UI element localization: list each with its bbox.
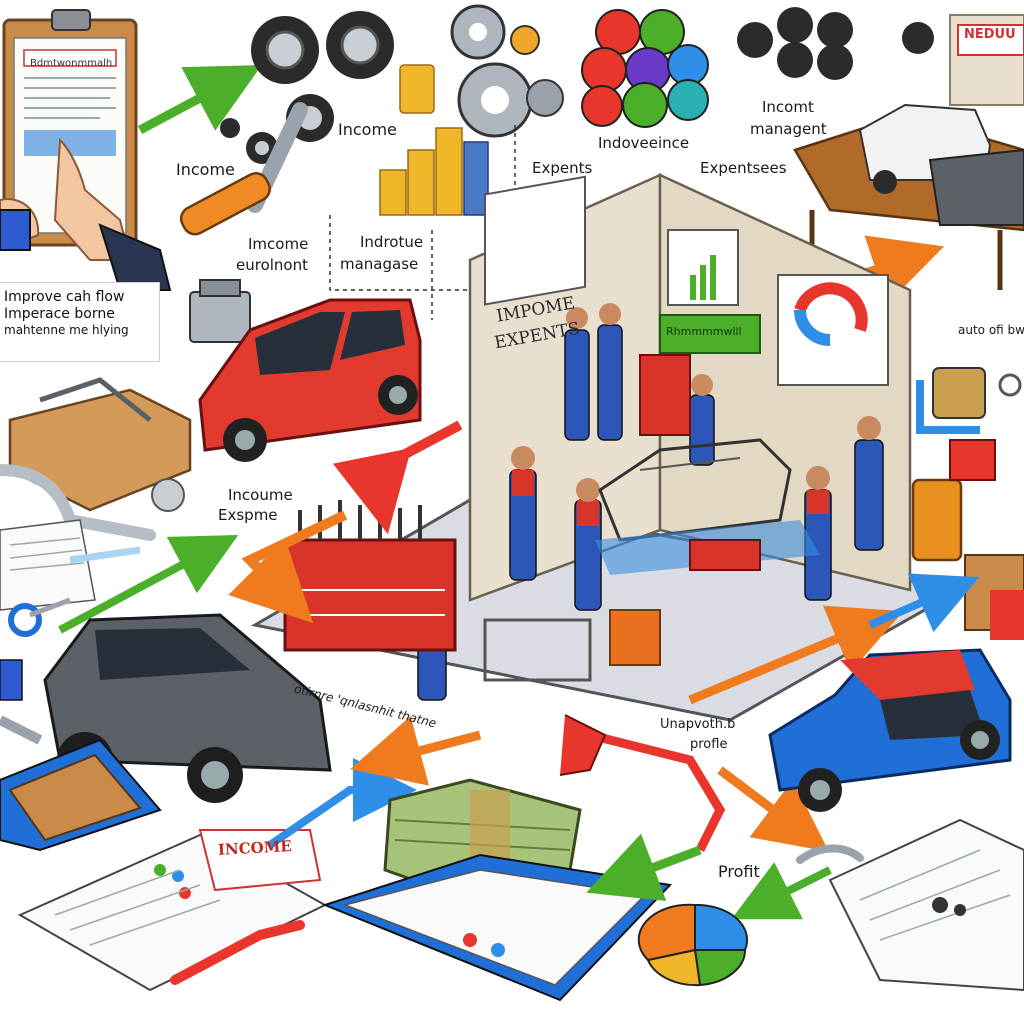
callout-improve-cash-flow: Improve cah flow Imperace borne mahtenne…	[0, 282, 160, 362]
workbench-car-station	[793, 14, 1024, 290]
callout-line-1: Improve cah flow	[4, 289, 125, 305]
tablet-clipboard	[0, 715, 162, 852]
label-income-euro-2: eurolnont	[236, 256, 308, 274]
label-income-expense-1: Incoume	[228, 486, 293, 504]
scissors-icon	[8, 597, 71, 637]
clipboard-header: Bdmtwonmmalh	[30, 58, 113, 69]
label-income-euro-1: Imcome	[248, 235, 309, 253]
callout-line-2: Imperace borne	[4, 305, 115, 322]
label-expents: Expents	[532, 159, 593, 177]
arrow-blue-bottom	[267, 758, 417, 849]
pliers-icon	[170, 920, 305, 985]
arrow-green-top	[137, 65, 262, 134]
arrow-green-bottom	[586, 833, 702, 902]
garage-workshop	[250, 173, 965, 722]
blue-sedan	[768, 648, 1012, 812]
red-sign-text: NEDUU	[964, 27, 1016, 42]
papers-left	[0, 519, 96, 611]
papers-right	[796, 818, 1024, 992]
arrow-red-center	[332, 420, 463, 535]
label-indoveeince: Indoveeince	[598, 134, 690, 152]
label-income-top: Income	[338, 120, 397, 139]
label-auto: auto ofi bw	[958, 323, 1024, 337]
clipboard-document	[0, 9, 172, 291]
tool-stand-left	[8, 377, 192, 512]
arrow-green-left	[58, 534, 239, 634]
label-indrotue-1: Indrotue	[360, 233, 424, 251]
arrow-blue-faint	[69, 546, 141, 564]
label-unapprovable-2: profle	[690, 737, 728, 752]
callout-line-3: mahtenne me hlying	[4, 322, 129, 337]
profit-pie-icon	[637, 903, 749, 987]
arrow-orange-middle	[688, 605, 904, 705]
money-tokens-icon	[581, 9, 709, 128]
arrow-orange-profit	[717, 766, 829, 852]
wrench-icon	[179, 102, 308, 236]
arrow-orange-bottom	[350, 716, 482, 786]
label-income-left: Income	[176, 160, 235, 179]
tire-rack-icon	[737, 7, 934, 80]
gears-icon	[450, 4, 564, 138]
tire-stack-icon	[220, 11, 394, 164]
label-unapprovable-1: Unapvoth.b	[660, 717, 736, 732]
tongs-icon	[0, 464, 156, 541]
red-suv	[198, 298, 422, 462]
arrow-blue-right	[916, 380, 980, 434]
arrow-green-pie	[731, 862, 832, 920]
arrow-orange-center	[228, 510, 348, 624]
green-banner-text: Rhmmmmwlll	[666, 325, 742, 338]
arrow-blue-middle	[868, 573, 980, 633]
label-income-expense-2: Exspme	[218, 506, 278, 524]
label-expentsees: Expentsees	[700, 159, 787, 177]
red-tool-icon	[559, 714, 607, 776]
arrow-red-bottom	[568, 725, 726, 853]
fluid-dispenser-icon	[189, 279, 251, 343]
label-managent: managent	[750, 120, 827, 138]
label-profit: Profit	[718, 862, 760, 881]
label-incomt: Incomt	[762, 98, 814, 116]
coin-stacks-icon	[379, 64, 489, 216]
label-indrotue-2: managase	[340, 255, 419, 273]
